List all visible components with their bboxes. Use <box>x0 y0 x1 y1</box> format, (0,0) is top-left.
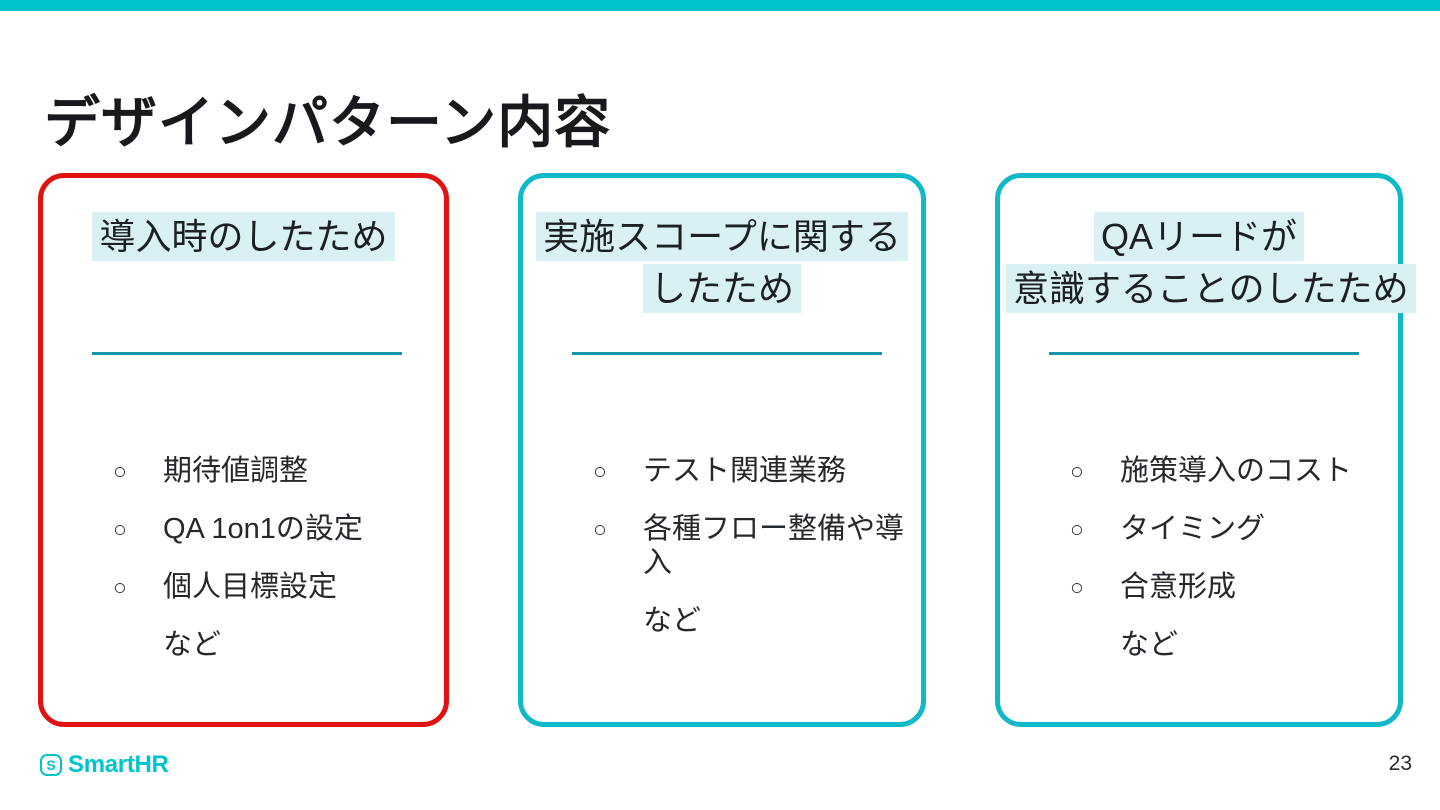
smarthr-logo: S SmartHR <box>40 751 169 779</box>
bullet-text: など <box>643 605 702 637</box>
bullet-item: ○ 期待値調整 <box>113 454 434 488</box>
card-scope: 実施スコープに関する したため ○ テスト関連業務 ○ 各種フロー整備や導入 な… <box>518 173 926 727</box>
bullet-text: 施策導入のコスト <box>1120 455 1353 487</box>
title-underline <box>572 352 882 355</box>
bullet-text: テスト関連業務 <box>643 455 847 487</box>
bullet-item: ○ 施策導入のコスト <box>1070 454 1388 488</box>
circle-bullet-icon: ○ <box>113 574 127 600</box>
title-underline <box>92 352 402 355</box>
page-title: デザインパターン内容 <box>44 91 612 154</box>
card-introduction: 導入時のしたため ○ 期待値調整 ○ QA 1on1の設定 ○ 個人目標設定 な… <box>38 173 449 727</box>
circle-bullet-icon: ○ <box>1070 516 1084 542</box>
bullet-item-etc: など <box>1120 628 1388 662</box>
bullet-text: 合意形成 <box>1120 571 1237 603</box>
bullet-text: など <box>163 629 222 661</box>
bullet-list: ○ 期待値調整 ○ QA 1on1の設定 ○ 個人目標設定 など <box>113 454 434 686</box>
bullet-item-etc: など <box>643 604 911 638</box>
card-title-line: 実施スコープに関する <box>536 212 908 261</box>
top-accent-bar <box>0 0 1440 11</box>
bullet-item: ○ 合意形成 <box>1070 570 1388 604</box>
circle-bullet-icon: ○ <box>593 458 607 484</box>
card-title-line: 導入時のしたため <box>92 212 395 261</box>
bullet-item: ○ 各種フロー整備や導入 <box>593 512 911 580</box>
bullet-text: 個人目標設定 <box>163 571 338 603</box>
card-qa-lead: QAリードが 意識することのしたため ○ 施策導入のコスト ○ タイミング ○ … <box>995 173 1416 727</box>
bullet-item: ○ 個人目標設定 <box>113 570 434 604</box>
bullet-item: ○ テスト関連業務 <box>593 454 911 488</box>
bullet-text: 期待値調整 <box>163 455 309 487</box>
bullet-list: ○ 施策導入のコスト ○ タイミング ○ 合意形成 など <box>1070 454 1388 686</box>
card-title: 実施スコープに関する したため <box>529 211 915 315</box>
bullet-item: ○ タイミング <box>1070 512 1388 546</box>
bullet-list: ○ テスト関連業務 ○ 各種フロー整備や導入 など <box>593 454 911 662</box>
card-title-line: QAリードが <box>1093 212 1304 261</box>
bullet-text: タイミング <box>1120 513 1266 545</box>
card-title-line: したため <box>642 264 801 313</box>
circle-bullet-icon: ○ <box>113 516 127 542</box>
bullet-item-etc: など <box>163 628 434 662</box>
circle-bullet-icon: ○ <box>1070 458 1084 484</box>
bullet-text: 各種フロー整備や導入 <box>643 513 905 579</box>
bullet-text: など <box>1120 629 1179 661</box>
card-title: QAリードが 意識することのしたため <box>1006 211 1416 315</box>
bullet-item: ○ QA 1on1の設定 <box>113 512 434 546</box>
smarthr-logo-text: SmartHR <box>68 751 169 778</box>
card-title-line: 意識することのしたため <box>1006 264 1416 313</box>
bullet-text: QA 1on1の設定 <box>163 513 363 545</box>
page-number: 23 <box>1388 752 1412 775</box>
smarthr-logo-icon: S <box>40 754 62 776</box>
circle-bullet-icon: ○ <box>113 458 127 484</box>
card-title: 導入時のしたため <box>49 211 438 263</box>
circle-bullet-icon: ○ <box>1070 574 1084 600</box>
circle-bullet-icon: ○ <box>593 516 607 542</box>
title-underline <box>1049 352 1359 355</box>
